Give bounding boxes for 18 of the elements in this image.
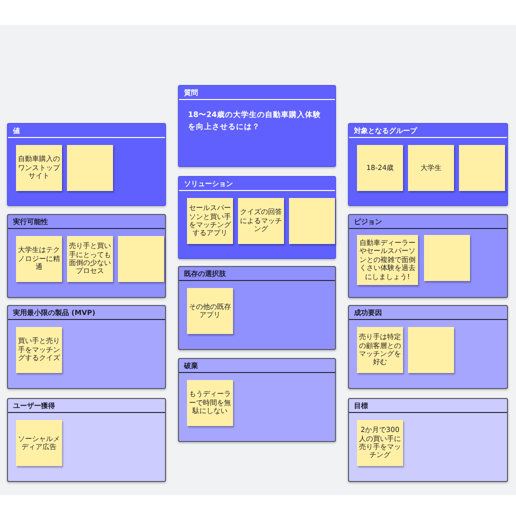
canvas-panel <box>7 305 166 389</box>
canvas-panel <box>178 358 336 442</box>
canvas-panel <box>178 176 336 259</box>
canvas-panel <box>348 123 508 206</box>
canvas-panel <box>178 266 336 350</box>
sticky-note <box>424 235 470 281</box>
canvas-panel <box>178 85 336 167</box>
canvas-panel <box>348 305 508 389</box>
sticky-note <box>289 198 335 244</box>
sticky-note <box>67 145 113 191</box>
sticky-note <box>118 236 164 282</box>
canvas-panel <box>348 398 508 482</box>
canvas-panel <box>348 214 508 298</box>
canvas-panel <box>7 398 166 482</box>
sticky-note <box>459 145 505 191</box>
canvas-panel <box>7 214 166 298</box>
sticky-note <box>408 327 454 373</box>
canvas-panel <box>7 123 166 206</box>
